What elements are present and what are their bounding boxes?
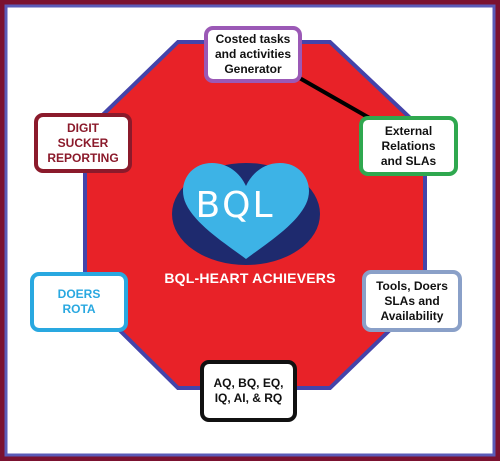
node-external-relations: External Relations and SLAs (359, 116, 458, 176)
node-label: DIGIT SUCKER REPORTING (47, 120, 119, 165)
heart-shape (183, 163, 309, 259)
node-aq-bq: AQ, BQ, EQ, IQ, AI, & RQ (200, 360, 297, 422)
node-doers-rota: DOERS ROTA (30, 272, 128, 332)
inner-frame (4, 4, 496, 457)
center-title: BQL-HEART ACHIEVERS (164, 270, 336, 286)
heart-text: BQL (195, 185, 275, 226)
node-digit-sucker: DIGIT SUCKER REPORTING (34, 113, 132, 173)
node-label: Tools, Doers SLAs and Availability (376, 278, 448, 323)
connector-line (295, 74, 374, 122)
node-label: External Relations and SLAs (380, 123, 437, 168)
node-tools-doers: Tools, Doers SLAs and Availability (362, 270, 462, 332)
node-label: DOERS ROTA (57, 287, 101, 316)
node-costed-tasks: Costed tasks and activities Generator (204, 26, 302, 83)
node-label: AQ, BQ, EQ, IQ, AI, & RQ (213, 376, 284, 405)
node-label: Costed tasks and activities Generator (214, 32, 292, 76)
